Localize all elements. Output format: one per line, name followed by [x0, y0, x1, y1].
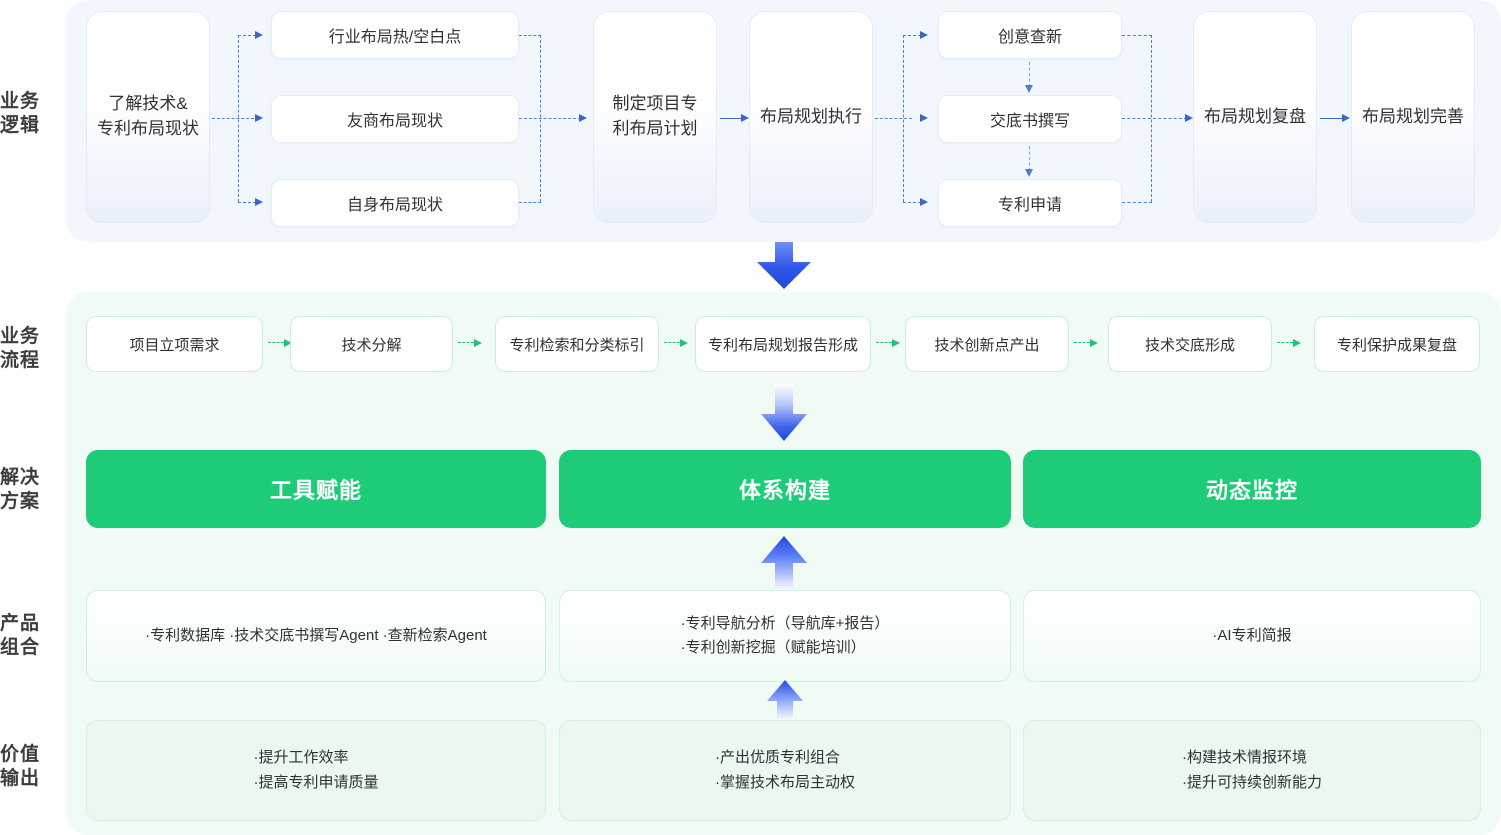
card-industry-hotspot[interactable]: 行业布局热/空白点 [271, 11, 519, 59]
value-box-tool-enablement-text: ·提升工作效率 ·提高专利申请质量 [253, 749, 379, 791]
process-step-protection-review[interactable]: 专利保护成果复盘 [1314, 316, 1480, 372]
rail-label-value-output: 价值 输出 [0, 744, 41, 790]
connector-branch2-bottom [903, 202, 921, 203]
rail-label-business-process: 业务 流程 [0, 326, 41, 372]
process-step-tech-decomposition[interactable]: 技术分解 [290, 316, 453, 372]
process-arrow-5 [1074, 338, 1098, 347]
product-box-tool-enablement[interactable]: ·专利数据库 ·技术交底书撰写Agent ·查新检索Agent [86, 590, 546, 682]
connector-merge2-top [1122, 35, 1152, 36]
process-arrow-2 [458, 338, 482, 347]
connector-merge2-out [1122, 118, 1187, 119]
arrow-to-disclosure-writing [920, 113, 928, 122]
process-arrow-4 [876, 338, 900, 347]
rail-label-solution: 解决 方案 [0, 467, 41, 513]
card-self-status[interactable]: 自身布局现状 [271, 179, 519, 227]
arrow-to-idea-novelty [920, 30, 928, 39]
connector-plan-to-execute [720, 118, 743, 119]
business-logic-panel: 了解技术& 专利布局现状 行业布局热/空白点 友商布局现状 自身布局现状 制定项… [66, 0, 1501, 242]
connector-merge1-top [519, 35, 541, 36]
card-patent-application[interactable]: 专利申请 [938, 179, 1122, 227]
arrow-to-competitor-status [255, 113, 263, 122]
connector-merge2-bottom [1122, 202, 1152, 203]
connector-start-to-branch-trunk [212, 118, 254, 119]
connector-merge1-out [519, 118, 581, 119]
card-competitor-status[interactable]: 友商布局现状 [271, 95, 519, 143]
product-box-dynamic-monitor[interactable]: ·AI专利简报 [1023, 590, 1481, 682]
rail-label-business-logic: 业务 逻辑 [0, 91, 41, 137]
process-step-innovation-output[interactable]: 技术创新点产出 [905, 316, 1069, 372]
arrow-to-self-status [255, 197, 263, 206]
value-box-tool-enablement[interactable]: ·提升工作效率 ·提高专利申请质量 [86, 720, 546, 821]
card-disclosure-writing[interactable]: 交底书撰写 [938, 95, 1122, 143]
value-box-dynamic-monitor[interactable]: ·构建技术情报环境 ·提升可持续创新能力 [1023, 720, 1481, 821]
solution-bar-dynamic-monitor[interactable]: 动态监控 [1023, 450, 1481, 528]
product-box-dynamic-monitor-text: ·AI专利简报 [1212, 626, 1292, 644]
connector-idea-to-disclosure [1029, 62, 1030, 87]
connector-merge1-bottom [519, 202, 541, 203]
value-box-dynamic-monitor-text: ·构建技术情报环境 ·提升可持续创新能力 [1182, 749, 1322, 791]
solution-bar-tool-enablement[interactable]: 工具赋能 [86, 450, 546, 528]
flow-arrow-value-to-product-icon [766, 680, 804, 722]
connector-branch2-top [903, 35, 921, 36]
flow-arrow-logic-to-process-icon [753, 242, 815, 290]
arrow-to-patent-application [920, 197, 928, 206]
process-arrow-6 [1277, 338, 1301, 347]
arrow-to-review-card [1185, 113, 1193, 122]
product-box-system-building-text: ·专利导航分析（导航库+报告） ·专利创新挖掘（赋能培训） [680, 614, 890, 656]
card-plan-improve[interactable]: 布局规划完善 [1351, 11, 1475, 223]
connector-execute-trunk [875, 118, 912, 119]
connector-review-to-improve [1320, 118, 1344, 119]
process-step-project-requirement[interactable]: 项目立项需求 [86, 316, 263, 372]
product-box-tool-enablement-text: ·专利数据库 ·技术交底书撰写Agent ·查新检索Agent [145, 626, 487, 644]
process-step-disclosure-formation[interactable]: 技术交底形成 [1108, 316, 1272, 372]
connector-branch1-bottom [238, 202, 256, 203]
arrow-to-plan-card [579, 113, 587, 122]
process-arrow-3 [664, 338, 688, 347]
connector-branch2-vertical [903, 35, 904, 202]
solution-bar-system-building[interactable]: 体系构建 [559, 450, 1011, 528]
arrow-down-idea-to-disclosure [1024, 85, 1033, 93]
product-box-system-building[interactable]: ·专利导航分析（导航库+报告） ·专利创新挖掘（赋能培训） [559, 590, 1011, 682]
solution-stack-panel: 项目立项需求 技术分解 专利检索和分类标引 专利布局规划报告形成 技术创新点产出… [66, 292, 1501, 835]
arrow-down-disclosure-to-application [1024, 169, 1033, 177]
flow-arrow-product-to-solution-icon [759, 536, 809, 592]
arrow-to-execute-card [741, 113, 749, 122]
value-box-system-building-text: ·产出优质专利组合 ·掌握技术布局主动权 [715, 749, 855, 791]
arrow-to-industry-hotspot [255, 30, 263, 39]
card-understand-tech-status[interactable]: 了解技术& 专利布局现状 [86, 11, 210, 223]
card-plan-review[interactable]: 布局规划复盘 [1193, 11, 1317, 223]
card-make-patent-plan[interactable]: 制定项目专 利布局计划 [593, 11, 717, 223]
card-execute-plan[interactable]: 布局规划执行 [749, 11, 873, 223]
connector-disclosure-to-application [1029, 146, 1030, 171]
value-box-system-building[interactable]: ·产出优质专利组合 ·掌握技术布局主动权 [559, 720, 1011, 821]
rail-label-product-portfolio: 产品 组合 [0, 613, 41, 659]
arrow-to-improve-card [1342, 113, 1350, 122]
flow-arrow-process-to-solution-icon [758, 384, 810, 442]
card-idea-novelty[interactable]: 创意查新 [938, 11, 1122, 59]
process-step-patent-search[interactable]: 专利检索和分类标引 [495, 316, 659, 372]
connector-branch1-vertical [238, 35, 239, 202]
process-arrow-1 [268, 338, 292, 347]
process-step-layout-report[interactable]: 专利布局规划报告形成 [695, 316, 871, 372]
connector-branch1-top [238, 35, 256, 36]
